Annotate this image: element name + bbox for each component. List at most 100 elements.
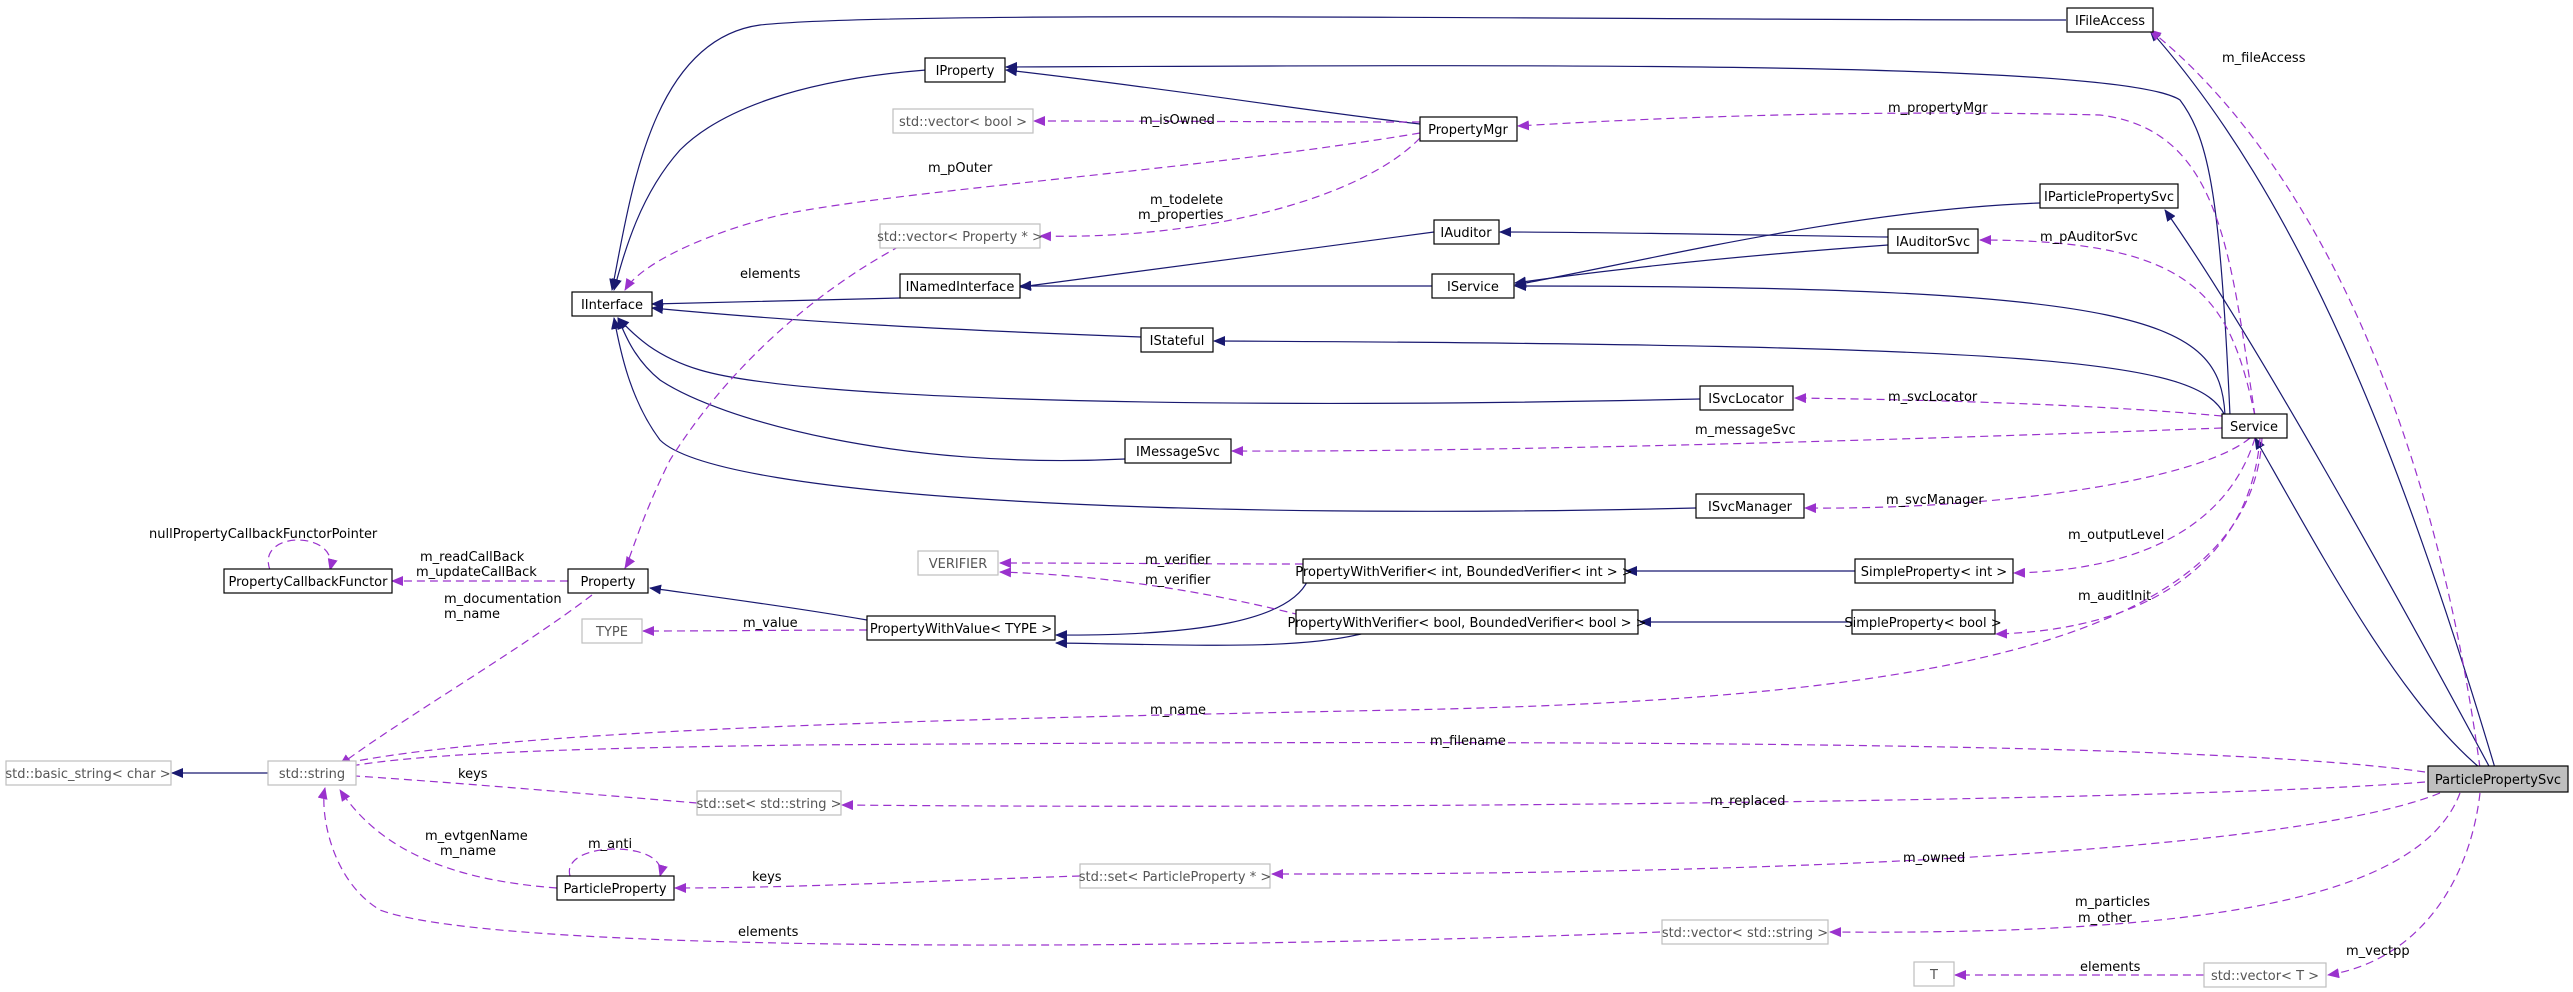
edge-iparticlepropertysvc-iservice: [1514, 202, 2041, 288]
node-particleproperty[interactable]: ParticleProperty: [556, 875, 675, 901]
node-iservice[interactable]: IService: [1431, 273, 1515, 299]
edge-pwv-bool-pwvalue: [1055, 632, 1366, 649]
edge-m-owned: [1271, 792, 2441, 880]
node-iparticlepropertysvc[interactable]: IParticlePropertySvc: [2039, 183, 2179, 209]
edge-keys-particle: [674, 875, 1081, 893]
svg-text:IInterface: IInterface: [581, 298, 643, 313]
label-m-value: m_value: [743, 616, 798, 631]
node-service[interactable]: Service: [2221, 413, 2288, 439]
label-m-properties: m_properties: [1138, 208, 1224, 223]
node-isvclocator[interactable]: ISvcLocator: [1699, 385, 1794, 411]
edge-m-verifier-2: [999, 567, 1301, 616]
node-ifileaccess[interactable]: IFileAccess: [2066, 7, 2154, 33]
edge-m-name-service: [335, 437, 2263, 768]
edge-isvclocator-iinterface: [617, 317, 1701, 404]
svg-text:std::set< ParticleProperty * >: std::set< ParticleProperty * >: [1079, 870, 1271, 885]
edge-m-fileaccess: [2149, 29, 2481, 769]
node-set-particle-ptr[interactable]: std::set< ParticleProperty * >: [1079, 863, 1271, 889]
svg-text:Service: Service: [2230, 420, 2278, 435]
node-propertywithvalue[interactable]: PropertyWithValue< TYPE >: [866, 615, 1056, 641]
node-property[interactable]: Property: [567, 568, 649, 594]
label-m-filename: m_filename: [1430, 734, 1506, 749]
svg-text:SimpleProperty< int >: SimpleProperty< int >: [1861, 565, 2007, 580]
svg-text:std::string: std::string: [279, 767, 345, 782]
label-m-other: m_other: [2078, 911, 2132, 926]
svg-text:PropertyMgr: PropertyMgr: [1428, 123, 1508, 138]
edge-service-iproperty: [1005, 61, 2231, 416]
edge-elements-property: [624, 245, 901, 569]
label-elements-string: elements: [738, 925, 799, 940]
node-vector-t[interactable]: std::vector< T >: [2203, 962, 2327, 988]
svg-text:ParticlePropertySvc: ParticlePropertySvc: [2435, 773, 2561, 788]
svg-text:PropertyWithVerifier< bool, Bo: PropertyWithVerifier< bool, BoundedVerif…: [1287, 616, 1646, 631]
label-keys-string: keys: [458, 767, 488, 782]
node-particlepropertysvc[interactable]: ParticlePropertySvc: [2427, 765, 2569, 793]
label-m-name-service: m_name: [1150, 703, 1206, 718]
svg-text:IAuditorSvc: IAuditorSvc: [1896, 235, 1970, 250]
node-propertymgr[interactable]: PropertyMgr: [1419, 116, 1518, 142]
edge-nullpropertycallback: [267, 539, 338, 571]
label-m-svclocator: m_svcLocator: [1888, 390, 1978, 405]
svg-text:PropertyWithVerifier< int, Bou: PropertyWithVerifier< int, BoundedVerifi…: [1295, 565, 1632, 580]
node-simpleproperty-int[interactable]: SimpleProperty< int >: [1854, 558, 2014, 584]
label-m-pouter: m_pOuter: [928, 161, 993, 176]
label-elements-t: elements: [2080, 960, 2141, 975]
label-m-owned: m_owned: [1903, 851, 1965, 866]
label-m-anti: m_anti: [588, 837, 632, 852]
edge-m-outputlevel: [2013, 437, 2256, 578]
node-inamedinterface[interactable]: INamedInterface: [899, 273, 1021, 299]
node-isvcmanager[interactable]: ISvcManager: [1695, 493, 1805, 519]
svg-text:VERIFIER: VERIFIER: [929, 557, 988, 572]
node-vector-property-ptr[interactable]: std::vector< Property * >: [877, 223, 1043, 249]
node-propertywithverifier-bool[interactable]: PropertyWithVerifier< bool, BoundedVerif…: [1287, 609, 1647, 635]
node-t[interactable]: T: [1913, 961, 1955, 987]
node-imessagesvc[interactable]: IMessageSvc: [1124, 438, 1232, 464]
svg-text:IFileAccess: IFileAccess: [2075, 14, 2145, 29]
edge-m-filename: [339, 741, 2426, 773]
edge-m-auditinit: [1995, 437, 2261, 639]
node-simpleproperty-bool[interactable]: SimpleProperty< bool >: [1844, 609, 2002, 635]
node-std-string[interactable]: std::string: [267, 760, 357, 786]
node-iauditor[interactable]: IAuditor: [1433, 219, 1500, 245]
edge-m-messagesvc: [1231, 427, 2223, 457]
node-propertywithverifier-int[interactable]: PropertyWithVerifier< int, BoundedVerifi…: [1295, 558, 1633, 584]
edge-labels: m_fileAccess m_propertyMgr m_isOwned m_p…: [149, 51, 2410, 975]
label-m-name-particle: m_name: [440, 844, 496, 859]
edge-propertymgr-iproperty: [1005, 66, 1421, 125]
edge-pwvalue-property: [649, 584, 868, 621]
edge-m-documentation: [339, 594, 593, 766]
node-vector-bool[interactable]: std::vector< bool >: [892, 108, 1034, 134]
usage-edges: [267, 29, 2481, 980]
svg-text:std::vector< std::string >: std::vector< std::string >: [1662, 926, 1828, 941]
node-basic-string[interactable]: std::basic_string< char >: [5, 760, 172, 786]
label-m-updatecallback: m_updateCallBack: [416, 565, 537, 580]
edge-iauditor-inamedinterface: [1019, 231, 1435, 291]
edge-keys-string: [339, 770, 698, 804]
node-propertycallbackfunctor[interactable]: PropertyCallbackFunctor: [223, 568, 393, 594]
label-m-todelete: m_todelete: [1150, 193, 1223, 208]
node-verifier[interactable]: VERIFIER: [917, 550, 999, 576]
edge-m-particles: [1829, 792, 2461, 938]
svg-text:ISvcManager: ISvcManager: [1708, 500, 1793, 515]
label-m-messagesvc: m_messageSvc: [1695, 423, 1796, 438]
edge-imessagesvc-iinterface: [617, 317, 1126, 462]
node-set-string[interactable]: std::set< std::string >: [696, 790, 842, 816]
edge-iauditorsvc-iservice: [1514, 244, 1889, 287]
edge-m-pauditorsvc: [1979, 235, 2256, 417]
node-iproperty[interactable]: IProperty: [924, 57, 1006, 83]
node-iauditorsvc[interactable]: IAuditorSvc: [1887, 228, 1979, 254]
edge-inamedinterface-iinterface: [651, 297, 901, 309]
label-m-isowned: m_isOwned: [1140, 113, 1215, 128]
node-iinterface[interactable]: IInterface: [571, 291, 653, 317]
edge-isvcmanager-iinterface: [611, 317, 1697, 512]
label-m-verifier-1: m_verifier: [1145, 553, 1211, 568]
svg-text:ParticleProperty: ParticleProperty: [563, 882, 666, 897]
node-type[interactable]: TYPE: [581, 618, 643, 644]
svg-text:std::vector< Property * >: std::vector< Property * >: [877, 230, 1043, 245]
svg-text:std::vector< bool >: std::vector< bool >: [899, 115, 1027, 130]
edge-iproperty-base: [612, 69, 927, 291]
edge-particlesvc-ifileaccess: [2149, 29, 2496, 769]
node-vector-string[interactable]: std::vector< std::string >: [1661, 919, 1829, 945]
node-istateful[interactable]: IStateful: [1140, 327, 1214, 353]
svg-text:IAuditor: IAuditor: [1440, 226, 1492, 241]
